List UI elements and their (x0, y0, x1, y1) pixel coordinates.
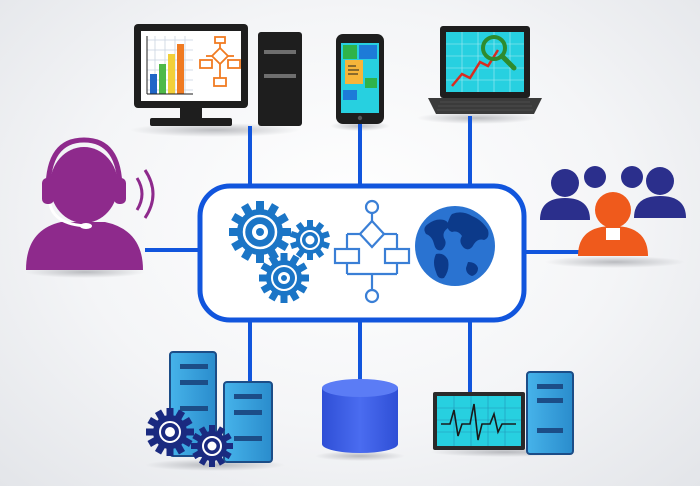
desktop-computer-icon (134, 24, 302, 126)
server-gears-icon (146, 351, 273, 467)
flowchart-icon (333, 199, 411, 304)
gears-icon (229, 201, 330, 303)
connector-lines (145, 116, 585, 392)
monitoring-waveform (441, 403, 516, 441)
support-agent-icon (26, 137, 155, 270)
laptop-trend-line (451, 49, 500, 87)
database-icon (322, 379, 398, 453)
desktop-flowchart (199, 36, 241, 87)
desktop-bar-chart (146, 36, 193, 95)
laptop-analytics-icon (428, 26, 542, 114)
magnifier-icon (481, 35, 517, 71)
globe-icon (415, 206, 495, 286)
monitoring-server-icon (433, 371, 574, 455)
user-group-icon (540, 166, 686, 256)
smartphone-icon (336, 34, 384, 124)
